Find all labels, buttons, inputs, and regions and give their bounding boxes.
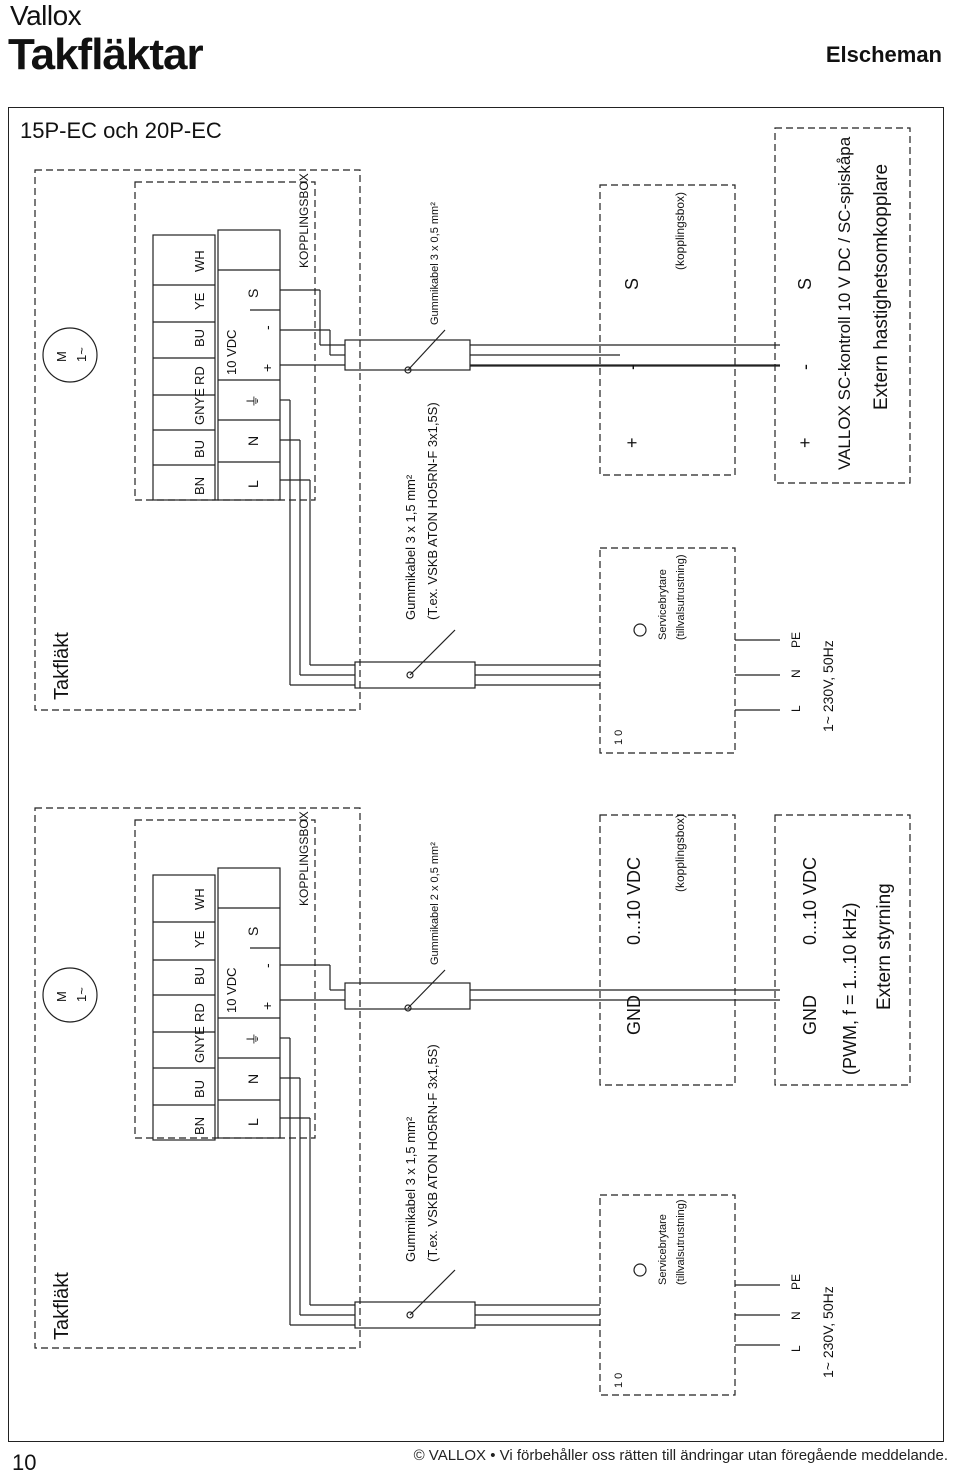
- bottom-vdc-label: 10 VDC: [224, 967, 239, 1013]
- top-power-cable: [354, 661, 476, 689]
- top-ext-terminal: S: [795, 278, 815, 290]
- top-fan-boundary: [34, 169, 361, 711]
- bottom-service-switch-note: (tillvalsutrustning): [675, 1199, 687, 1285]
- content-frame: [8, 107, 944, 1442]
- top-ext-label-2: Extern hastighetsomkopplare: [871, 164, 892, 410]
- top-power-cable-type: (T.ex. VSKB ATON HO5RN-F 3x1,5S): [425, 402, 440, 620]
- bottom-ext-gnd: GND: [800, 995, 820, 1035]
- bottom-terminal: N: [245, 1074, 261, 1084]
- top-motor-m: M: [54, 351, 69, 362]
- bottom-external-control-box: [774, 814, 911, 1086]
- top-wire-color: WH: [192, 250, 207, 272]
- bottom-power-cable: [354, 1301, 476, 1329]
- bottom-wire-color: BU: [192, 1080, 207, 1098]
- top-box-label: KOPPLINGSBOX: [297, 173, 311, 268]
- top-signal-cable: [344, 339, 471, 371]
- top-junction-terminal: -: [622, 364, 642, 370]
- bottom-terminal: -: [259, 963, 275, 968]
- bottom-motor-phase: 1~: [74, 987, 89, 1002]
- bottom-motor-symbol: [42, 967, 98, 1023]
- bottom-switch-marks: 1 0: [613, 1373, 625, 1388]
- top-junction-terminal: +: [622, 437, 642, 448]
- bottom-wire-color: BU: [192, 967, 207, 985]
- top-junction-label: (kopplingsbox): [673, 192, 687, 270]
- bottom-wire-color: WH: [192, 888, 207, 910]
- bottom-wire-color: YE: [192, 930, 207, 948]
- bottom-fan-label: Takfläkt: [51, 1272, 73, 1340]
- top-terminal: ⏚: [245, 394, 261, 408]
- top-terminal: L: [245, 480, 261, 488]
- bottom-junction-gnd: GND: [624, 995, 644, 1035]
- bottom-box-label: KOPPLINGSBOX: [297, 811, 311, 906]
- bottom-service-switch-box: [599, 1194, 736, 1396]
- top-junction-terminal: S: [622, 278, 642, 290]
- bottom-junction-box: [599, 814, 736, 1086]
- top-motor-symbol: [42, 327, 98, 383]
- top-wire-color: BN: [192, 477, 207, 495]
- top-vdc-label: 10 VDC: [224, 329, 239, 375]
- page-title: Takfläktar: [8, 30, 204, 79]
- bottom-power-cable-type: (T.ex. VSKB ATON HO5RN-F 3x1,5S): [425, 1044, 440, 1262]
- top-fan-label: Takfläkt: [51, 632, 73, 700]
- top-wire-color: YE: [192, 292, 207, 310]
- page-number: 10: [12, 1450, 37, 1475]
- bottom-junction-range: 0...10 VDC: [624, 857, 644, 945]
- bottom-junction-label: (kopplingsbox): [673, 814, 687, 892]
- top-power-cable-label: Gummikabel 3 x 1,5 mm²: [403, 474, 418, 620]
- bottom-terminal: S: [245, 927, 261, 936]
- bottom-supply-terminal: PE: [789, 1274, 803, 1290]
- brand-name: Vallox: [10, 0, 82, 31]
- bottom-supply-terminal: N: [789, 1311, 803, 1320]
- top-ext-terminal: -: [795, 364, 815, 370]
- bottom-diagram: [34, 807, 911, 1396]
- top-terminal: N: [245, 436, 261, 446]
- bottom-supply-terminal: L: [789, 1345, 803, 1352]
- bottom-terminal: +: [259, 1002, 275, 1010]
- bottom-wire-color: GNYE: [192, 1026, 207, 1063]
- top-switch-marks: 1 0: [613, 730, 625, 745]
- top-external-controller-box: [774, 127, 911, 484]
- bottom-terminal: ⏚: [245, 1032, 261, 1046]
- bottom-service-switch-label: Servicebrytare: [657, 1214, 669, 1285]
- top-wire-color: GNYE: [192, 388, 207, 425]
- bottom-ext-range: 0...10 VDC: [800, 857, 820, 945]
- top-service-switch-note: (tillvalsutrustning): [675, 554, 687, 640]
- top-wire-color: RD: [192, 366, 207, 385]
- bottom-power-cable-label: Gummikabel 3 x 1,5 mm²: [403, 1116, 418, 1262]
- bottom-wire-color: BN: [192, 1117, 207, 1135]
- top-signal-cable-label: Gummikabel 3 x 0,5 mm²: [429, 202, 441, 325]
- bottom-fan-boundary: [34, 807, 361, 1349]
- top-wire-color: BU: [192, 440, 207, 458]
- footer-copyright: © VALLOX • Vi förbehåller oss rätten til…: [413, 1447, 948, 1464]
- top-motor-phase: 1~: [74, 347, 89, 362]
- top-supply-terminal: L: [789, 705, 803, 712]
- bottom-terminal: L: [245, 1118, 261, 1126]
- top-service-switch-label: Servicebrytare: [657, 569, 669, 640]
- bottom-supply-label: 1~ 230V, 50Hz: [820, 1286, 836, 1378]
- bottom-wire-color: RD: [192, 1003, 207, 1022]
- top-ext-label: VALLOX SC-kontroll 10 V DC / SC-spiskåpa: [835, 136, 854, 470]
- top-terminal: -: [259, 325, 275, 330]
- top-service-switch-box: [599, 547, 736, 754]
- top-diagram: [34, 127, 911, 754]
- bottom-signal-cable: [344, 982, 471, 1010]
- model-title: 15P-EC och 20P-EC: [20, 118, 222, 143]
- top-wire-color: BU: [192, 329, 207, 347]
- top-junction-box: [599, 184, 736, 476]
- top-ext-terminal: +: [795, 437, 815, 448]
- top-terminal: +: [259, 364, 275, 372]
- top-supply-terminal: PE: [789, 632, 803, 648]
- top-terminal: S: [245, 289, 261, 298]
- top-supply-label: 1~ 230V, 50Hz: [820, 640, 836, 732]
- bottom-motor-m: M: [54, 991, 69, 1002]
- bottom-signal-cable-label: Gummikabel 2 x 0,5 mm²: [429, 842, 441, 965]
- top-supply-terminal: N: [789, 669, 803, 678]
- bottom-ext-pwm: (PWM, f = 1...10 kHz): [840, 902, 860, 1075]
- section-heading: Elscheman: [825, 42, 942, 67]
- bottom-ext-label: Extern styrning: [874, 883, 895, 1010]
